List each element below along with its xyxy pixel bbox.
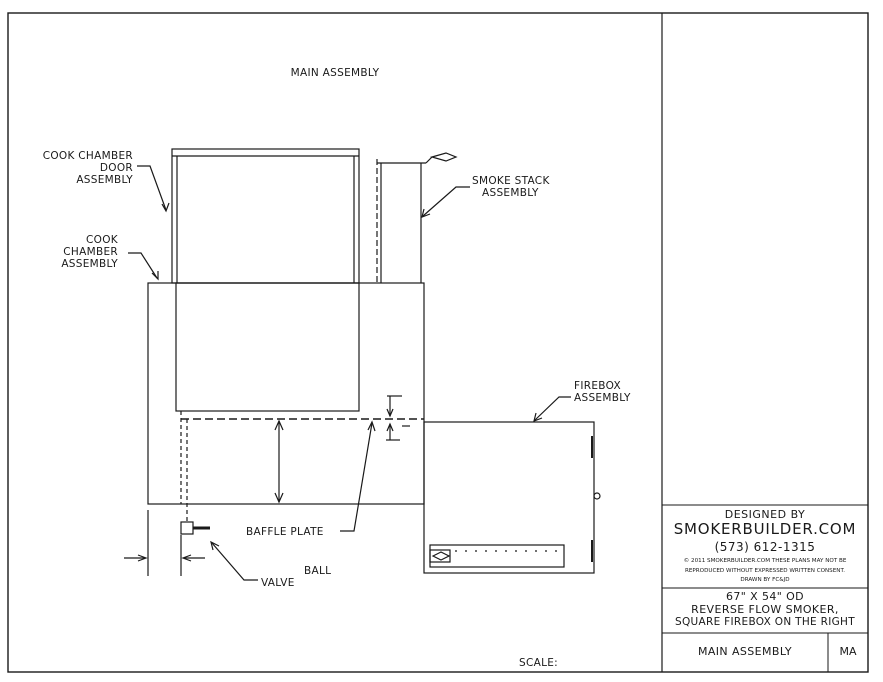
cook-chamber-door xyxy=(171,148,360,284)
ball-valve xyxy=(180,521,194,535)
smoke-stack xyxy=(376,152,458,283)
title-block-drawn-by: DRAWN BY FC&JD xyxy=(740,577,790,583)
callout-smoke-stack-line1: SMOKE STACK xyxy=(472,175,550,187)
drawing-title: MAIN ASSEMBLY xyxy=(290,67,380,79)
callout-cook-chamber-door-line2: DOOR xyxy=(99,162,133,174)
title-block-sheet-name: MAIN ASSEMBLY xyxy=(697,645,793,658)
leader-smoke-stack xyxy=(422,186,470,217)
callout-cook-chamber-line3: ASSEMBLY xyxy=(61,258,118,270)
cook-chamber xyxy=(147,282,425,505)
cook-chamber-door-panel xyxy=(175,282,360,412)
callout-cook-chamber-door-line3: ASSEMBLY xyxy=(76,174,133,186)
leader-baffle-plate xyxy=(340,422,373,532)
callout-valve: VALVE xyxy=(261,577,295,589)
callout-cook-chamber-line1: COOK xyxy=(86,234,118,246)
leader-valve xyxy=(211,542,258,581)
callout-firebox-line1: FIREBOX xyxy=(574,380,621,392)
leader-firebox xyxy=(534,396,571,421)
title-block-description-line1: REVERSE FLOW SMOKER, xyxy=(691,603,839,616)
callout-cook-chamber-door-line1: COOK CHAMBER xyxy=(42,150,133,162)
callout-smoke-stack-line2: ASSEMBLY xyxy=(482,187,539,199)
title-block-phone: (573) 612-1315 xyxy=(714,540,816,554)
title-block-sheet-code: MA xyxy=(839,645,857,658)
callout-baffle-plate: BAFFLE PLATE xyxy=(246,526,324,538)
sheet-border xyxy=(7,12,869,673)
callout-firebox-line2: ASSEMBLY xyxy=(574,392,631,404)
title-block-company: SMOKERBUILDER.COM xyxy=(673,520,857,538)
scale-label: SCALE: xyxy=(519,657,559,669)
leader-cook-chamber-door xyxy=(137,165,167,211)
title-block-size: 67" X 54" OD xyxy=(725,590,805,603)
callout-ball: BALL xyxy=(304,565,332,577)
title-block-designed-by: DESIGNED BY xyxy=(724,508,806,521)
callout-cook-chamber-line2: CHAMBER xyxy=(63,246,118,258)
leader-cook-chamber xyxy=(128,252,158,279)
title-block-description-line2: SQUARE FIREBOX ON THE RIGHT xyxy=(675,616,855,628)
title-block-copyright-line1: © 2011 SMOKERBUILDER.COM THESE PLANS MAY… xyxy=(683,558,847,564)
smoker-drawing xyxy=(124,148,601,581)
title-block-copyright-line2: REPRODUCED WITHOUT EXPRESSED WRITTEN CON… xyxy=(685,568,845,574)
firebox-knob xyxy=(593,492,601,500)
